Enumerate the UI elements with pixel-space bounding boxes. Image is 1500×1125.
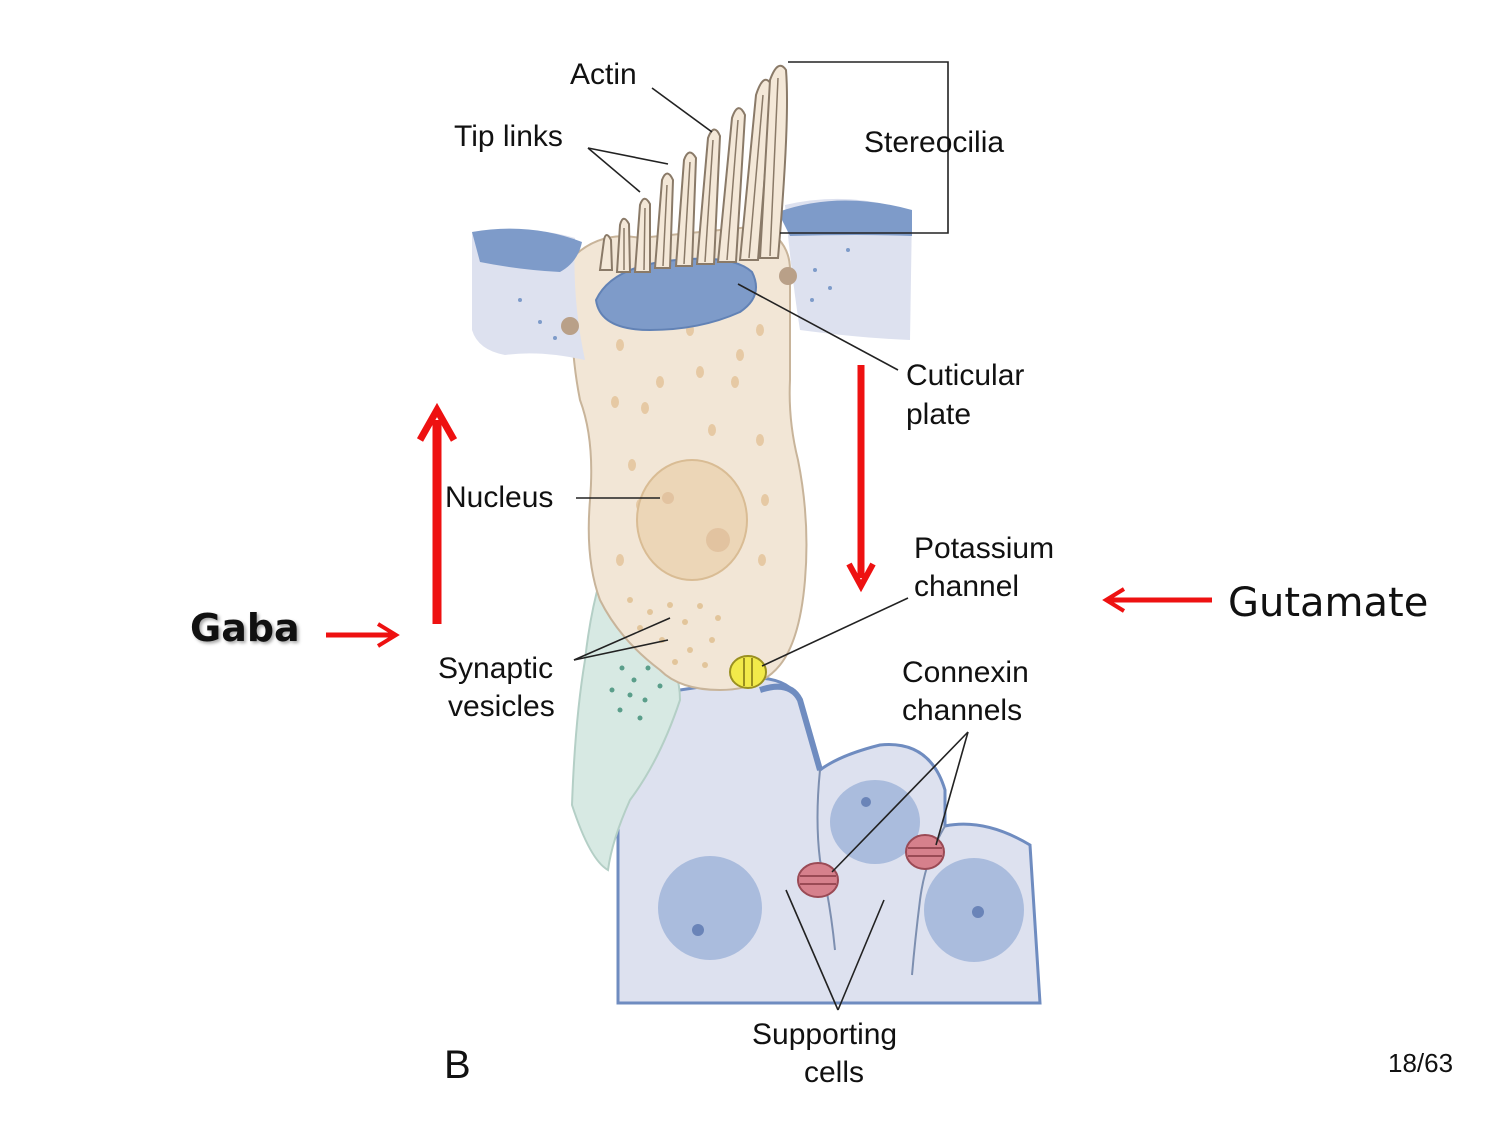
green-vesicles <box>609 665 663 721</box>
red-arrow-down <box>846 365 876 593</box>
synaptic-vesicle-dots <box>627 597 721 668</box>
right-apical-membrane <box>778 200 912 236</box>
nucleolus <box>972 906 984 918</box>
hair-cell-membrane <box>759 683 823 771</box>
actin-filaments <box>623 77 779 271</box>
label-actin: Actin <box>570 58 637 91</box>
connexin-channel <box>797 862 839 898</box>
tissue-dots <box>518 248 850 340</box>
label-nucleus: Nucleus <box>445 481 553 514</box>
label-supporting-cells: Supporting <box>752 1018 897 1051</box>
gaba-arrow <box>326 622 400 648</box>
supporting-cell-nucleus <box>658 856 762 960</box>
potassium-channel <box>729 655 767 689</box>
nucleus <box>636 459 748 581</box>
label-supporting-cells: cells <box>804 1056 864 1089</box>
connexin-channel <box>905 834 945 870</box>
left-apical-membrane <box>472 228 582 272</box>
gutamate-arrow <box>1102 587 1212 613</box>
label-connexin-channels: Connexin <box>902 656 1029 689</box>
nucleolus <box>692 924 704 936</box>
label-connexin-channels: channels <box>902 694 1022 727</box>
label-stereocilia: Stereocilia <box>864 126 1004 159</box>
label-cuticular-plate: Cuticular <box>906 359 1024 392</box>
label-synaptic-vesicles: Synaptic <box>438 652 553 685</box>
cell-junction <box>779 267 797 285</box>
stereocilia <box>598 64 788 273</box>
cell-junction <box>561 317 579 335</box>
label-potassium-channel: Potassium <box>914 532 1054 565</box>
label-potassium-channel: channel <box>914 570 1019 603</box>
nucleolus <box>662 492 674 504</box>
panel-letter: B <box>444 1043 471 1087</box>
label-cuticular-plate: plate <box>906 398 971 431</box>
gutamate-label: Gutamate <box>1228 580 1429 626</box>
gaba-label: Gaba <box>190 606 300 650</box>
supporting-cell-nucleus <box>830 780 920 864</box>
label-tip-links: Tip links <box>454 120 563 153</box>
page-number: 18/63 <box>1388 1048 1454 1078</box>
nucleolus <box>861 797 871 807</box>
label-synaptic-vesicles: vesicles <box>448 690 555 723</box>
red-arrow-up <box>416 402 458 624</box>
leader-lines <box>573 61 969 1011</box>
nucleolus <box>706 528 730 552</box>
supporting-cell-divider <box>816 769 836 951</box>
